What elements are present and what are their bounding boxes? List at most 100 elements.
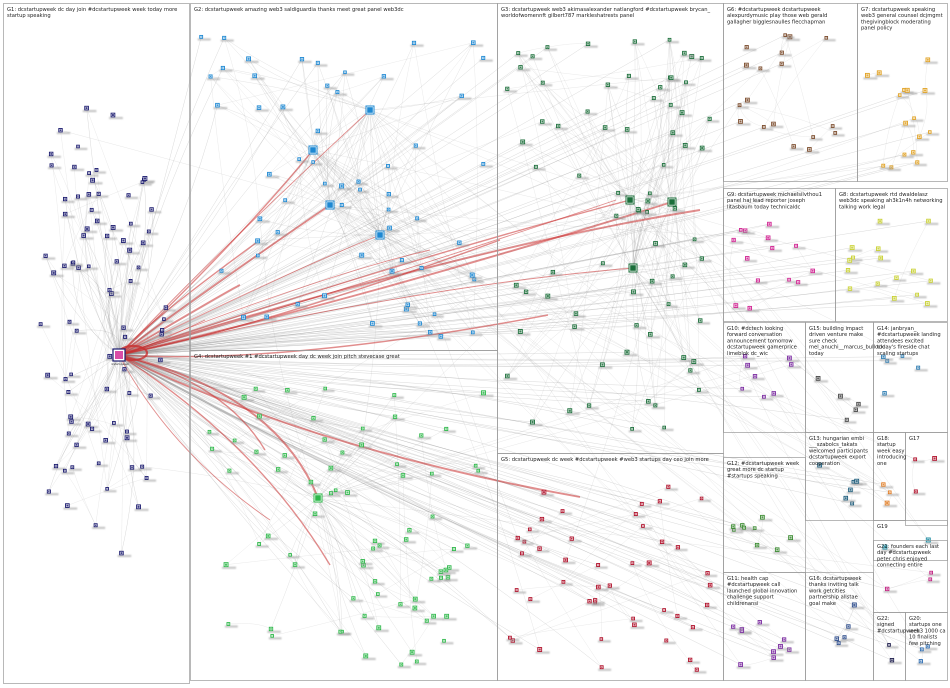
node-g13-433[interactable] [849, 502, 862, 507]
node-g9-392[interactable] [754, 279, 767, 284]
node-g1-78[interactable] [127, 222, 140, 227]
node-g6-353[interactable] [736, 104, 749, 109]
node-g5-311[interactable] [526, 528, 539, 533]
node-g3-213[interactable] [504, 374, 518, 380]
node-g13-436[interactable] [853, 479, 867, 485]
node-g4-267[interactable] [411, 606, 425, 612]
node-g2-120[interactable] [245, 57, 259, 63]
node-g1-23[interactable] [68, 373, 81, 378]
node-g21-464[interactable] [928, 571, 941, 576]
node-g8-374[interactable] [910, 269, 924, 275]
node-g3-218[interactable] [706, 117, 719, 122]
node-g5-312[interactable] [640, 525, 653, 530]
node-g9-399[interactable] [730, 238, 743, 244]
node-g2-87[interactable] [338, 203, 351, 208]
node-g3-217[interactable] [666, 38, 679, 43]
node-g7-369[interactable] [924, 58, 938, 64]
node-g14-439[interactable] [881, 392, 894, 398]
node-g5-324[interactable] [527, 598, 540, 603]
node-g2-103[interactable] [414, 217, 427, 222]
node-g5-332[interactable] [536, 547, 549, 553]
node-g5-338[interactable] [674, 546, 687, 551]
node-g1-5[interactable] [71, 165, 84, 171]
node-g2-106[interactable] [219, 66, 232, 71]
node-g9-403[interactable] [795, 281, 808, 286]
node-g3-154[interactable] [687, 369, 700, 374]
node-g22-466[interactable] [886, 644, 899, 649]
node-g4-250[interactable] [287, 554, 300, 559]
node-g10-406[interactable] [744, 363, 758, 369]
node-g4-274[interactable] [226, 469, 239, 474]
node-g4-273[interactable] [480, 391, 494, 397]
node-g7-361[interactable] [903, 88, 917, 94]
node-g4-228[interactable] [430, 614, 444, 620]
node-g8-385[interactable] [876, 219, 890, 225]
node-g10-409[interactable] [739, 387, 752, 392]
node-g16-450[interactable] [845, 625, 858, 631]
node-g1-60[interactable] [47, 152, 61, 158]
node-g2-131[interactable] [385, 208, 398, 213]
node-g7-363[interactable] [921, 89, 935, 95]
node-g6-343[interactable] [778, 62, 791, 67]
node-g5-334[interactable] [598, 666, 611, 671]
node-g8-383[interactable] [848, 246, 862, 252]
node-g6-354[interactable] [742, 63, 756, 69]
node-g6-356[interactable] [757, 67, 770, 72]
node-g4-292[interactable] [408, 650, 422, 656]
hub-node-g2-3[interactable] [376, 231, 384, 239]
node-g4-270[interactable] [374, 593, 387, 598]
node-g4-294[interactable] [253, 450, 266, 455]
node-g2-102[interactable] [469, 41, 483, 47]
node-g3-191[interactable] [698, 146, 712, 152]
node-g1-69[interactable] [143, 476, 156, 481]
node-g1-63[interactable] [42, 254, 55, 259]
node-g4-220[interactable] [206, 430, 219, 435]
node-g2-121[interactable] [274, 231, 287, 236]
node-g1-18[interactable] [62, 378, 75, 383]
node-g1-55[interactable] [80, 234, 94, 240]
node-g2-90[interactable] [324, 84, 337, 89]
node-g6-342[interactable] [790, 145, 803, 151]
node-g3-157[interactable] [566, 409, 580, 415]
node-g1-28[interactable] [65, 390, 78, 395]
node-g5-297[interactable] [663, 639, 676, 644]
node-g3-198[interactable] [599, 363, 613, 369]
node-g8-378[interactable] [890, 296, 904, 302]
node-g10-407[interactable] [751, 375, 764, 381]
node-g4-278[interactable] [418, 434, 431, 439]
node-g1-66[interactable] [147, 394, 160, 399]
node-g2-126[interactable] [314, 61, 327, 66]
node-g3-202[interactable] [661, 426, 674, 431]
node-g8-379[interactable] [923, 302, 937, 308]
node-g17-452[interactable] [912, 490, 925, 495]
node-g2-94[interactable] [410, 41, 423, 46]
node-g5-326[interactable] [562, 558, 576, 564]
node-g3-204[interactable] [667, 103, 680, 108]
node-g3-201[interactable] [629, 427, 642, 432]
node-g6-357[interactable] [810, 136, 823, 141]
node-g3-159[interactable] [584, 42, 597, 48]
node-g1-26[interactable] [57, 128, 70, 134]
node-g5-313[interactable] [559, 510, 572, 515]
node-g2-93[interactable] [412, 144, 425, 149]
node-g11-416[interactable] [756, 621, 769, 627]
node-g3-188[interactable] [698, 57, 711, 62]
node-g7-372[interactable] [911, 117, 924, 122]
node-g1-76[interactable] [119, 239, 133, 245]
node-g6-355[interactable] [770, 122, 784, 128]
node-g4-246[interactable] [397, 603, 410, 608]
node-g4-249[interactable] [464, 544, 477, 550]
node-g8-375[interactable] [844, 269, 857, 275]
node-g1-15[interactable] [67, 415, 81, 421]
node-g5-330[interactable] [630, 617, 643, 622]
node-g1-17[interactable] [110, 422, 123, 427]
node-g3-181[interactable] [691, 238, 704, 243]
node-g1-34[interactable] [61, 212, 75, 218]
node-g1-14[interactable] [148, 208, 161, 214]
node-g4-231[interactable] [399, 474, 413, 480]
node-g9-401[interactable] [732, 304, 746, 310]
node-g1-10[interactable] [145, 230, 158, 235]
node-g3-152[interactable] [584, 110, 597, 115]
node-g1-29[interactable] [65, 432, 78, 437]
node-g6-347[interactable] [832, 132, 845, 137]
